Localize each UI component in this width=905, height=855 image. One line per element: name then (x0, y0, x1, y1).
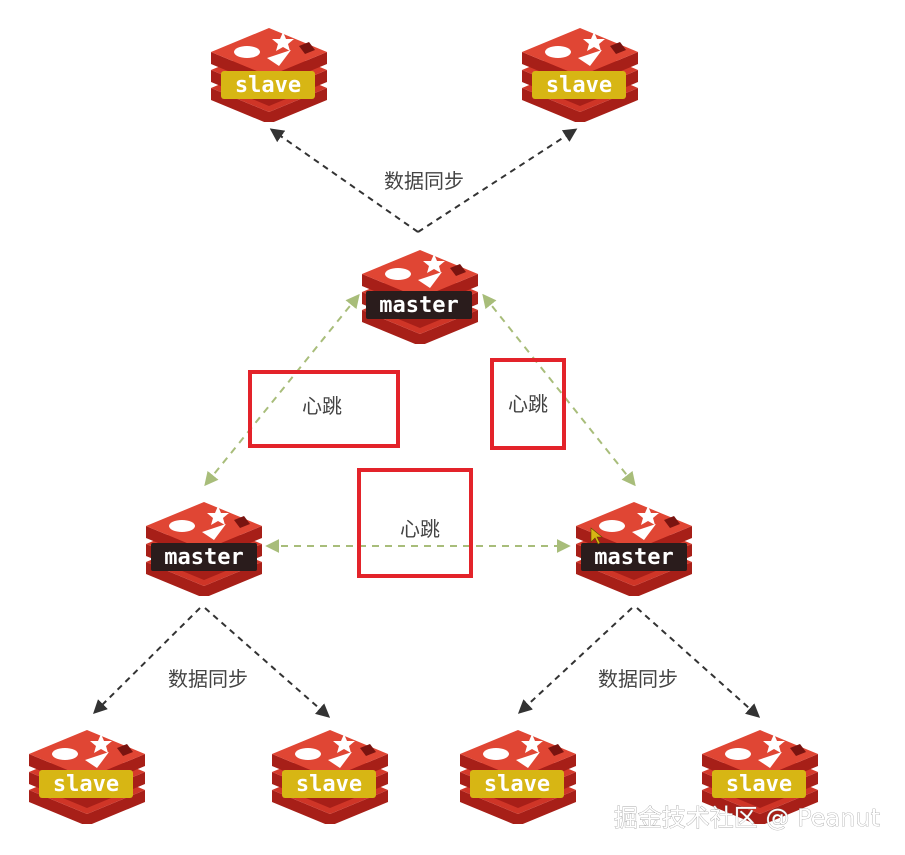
sync-edge-right-2 (636, 607, 761, 718)
cursor-icon (590, 527, 603, 545)
node-label: master (164, 545, 243, 570)
sync-edge-top-right (417, 128, 578, 233)
heartbeat-edge-top-left (204, 293, 360, 487)
node-label: master (594, 545, 673, 570)
watermark: 掘金技术社区 @ Peanut (614, 804, 880, 832)
node-label: slave (484, 772, 550, 797)
node-label: slave (296, 772, 362, 797)
node-bottom-slave-3: slave (460, 730, 576, 824)
node-label: slave (546, 73, 612, 98)
node-label: slave (726, 772, 792, 797)
node-master-top: master (362, 250, 478, 344)
heartbeat-label-left: 心跳 (302, 394, 342, 418)
heartbeat-edges (204, 293, 636, 553)
node-label: slave (53, 772, 119, 797)
node-master-right: master (576, 502, 692, 596)
sync-label-top: 数据同步 (384, 169, 464, 193)
heartbeat-label-right: 心跳 (508, 392, 548, 416)
sync-label-left: 数据同步 (168, 667, 248, 691)
node-label: slave (235, 73, 301, 98)
sync-edge-left-2 (204, 607, 331, 718)
heartbeat-label-center: 心跳 (400, 517, 440, 541)
sync-label-right: 数据同步 (598, 667, 678, 691)
sync-edge-left-1 (93, 607, 201, 714)
node-master-left: master (146, 502, 262, 596)
node-top-slave-left: slave (211, 28, 327, 122)
node-top-slave-right: slave (522, 28, 638, 122)
heartbeat-box-right: 心跳 (490, 358, 566, 450)
node-label: master (379, 293, 458, 318)
node-bottom-slave-4: slave (702, 730, 818, 824)
heartbeat-box-left: 心跳 (248, 370, 400, 448)
sync-edges (93, 128, 761, 718)
heartbeat-box-center: 心跳 (357, 468, 473, 578)
sync-edge-right-1 (517, 607, 633, 714)
sync-edge-top-left (269, 128, 419, 233)
heartbeat-edge-top-right (482, 293, 636, 487)
node-bottom-slave-2: slave (272, 730, 388, 824)
node-bottom-slave-1: slave (29, 730, 145, 824)
